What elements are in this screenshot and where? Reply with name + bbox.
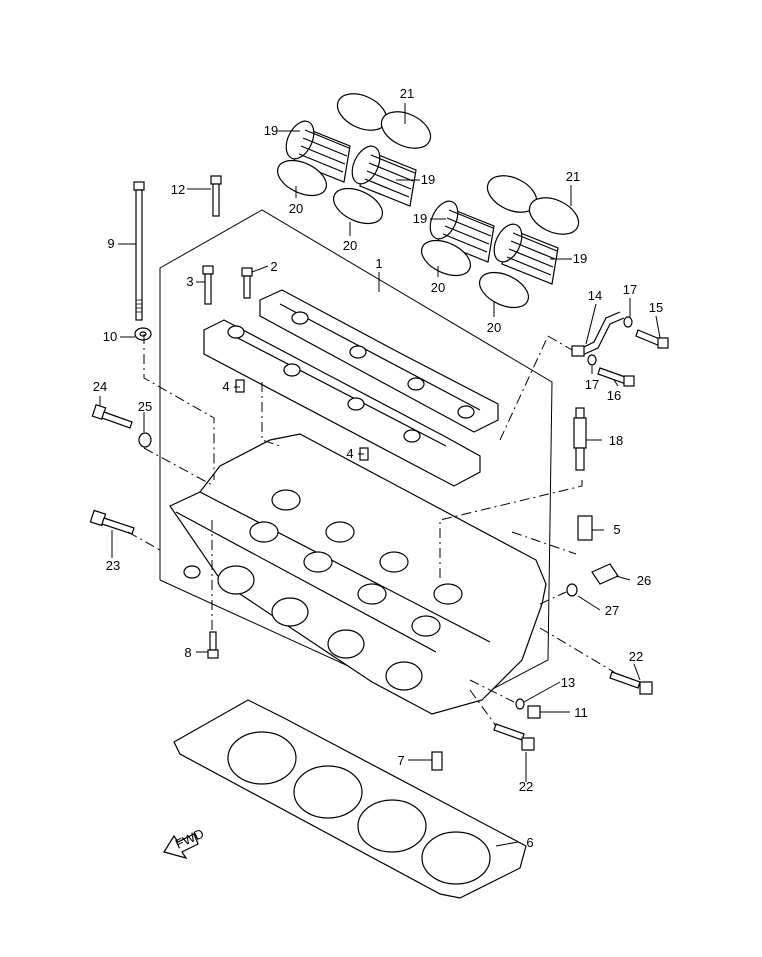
callout-22a: 22 — [629, 649, 643, 664]
callout-14: 14 — [588, 288, 602, 303]
bolt-8 — [207, 631, 219, 659]
callout-23: 23 — [106, 558, 120, 573]
camshaft-holder — [203, 289, 499, 487]
callout-1: 1 — [375, 256, 382, 271]
callout-20b: 20 — [343, 238, 357, 253]
callout-22b: 22 — [519, 779, 533, 794]
callout-16: 16 — [607, 388, 621, 403]
callout-2: 2 — [270, 259, 277, 274]
cylinder-head — [169, 433, 547, 715]
intake-joints-left — [276, 93, 432, 225]
callout-20a: 20 — [289, 201, 303, 216]
bolt-22-bottom — [493, 723, 535, 751]
sensor-26 — [591, 563, 619, 585]
dowel-7 — [431, 751, 443, 771]
callout-13: 13 — [561, 675, 575, 690]
bolt-2 — [241, 267, 253, 299]
oil-pipe-14 — [571, 311, 625, 357]
callout-19b: 19 — [421, 172, 435, 187]
callout-17b: 17 — [585, 377, 599, 392]
callout-6: 6 — [526, 835, 533, 850]
bolt-22-right — [609, 671, 653, 695]
callout-18: 18 — [609, 433, 623, 448]
spark-plug-18 — [573, 407, 587, 471]
callout-19d: 19 — [573, 251, 587, 266]
washer-10 — [134, 327, 152, 341]
callout-3: 3 — [186, 274, 193, 289]
callout-10: 10 — [103, 329, 117, 344]
bolt-12 — [210, 175, 222, 217]
plug-cap-5 — [577, 515, 593, 541]
fwd-arrow-icon: FWD — [163, 826, 206, 860]
bolt-3 — [202, 265, 214, 305]
washer-25 — [138, 432, 152, 448]
union-bolt-15 — [635, 329, 669, 349]
callout-17a: 17 — [623, 282, 637, 297]
callout-12: 12 — [171, 182, 185, 197]
callout-19a: 19 — [264, 123, 278, 138]
intake-joints-right — [420, 175, 580, 309]
callout-21a: 21 — [400, 86, 414, 101]
callout-9: 9 — [107, 236, 114, 251]
gaskets-17 — [587, 316, 633, 366]
bolt-13-11 — [515, 698, 541, 719]
callout-27: 27 — [605, 603, 619, 618]
callout-21b: 21 — [566, 169, 580, 184]
callout-5: 5 — [613, 522, 620, 537]
union-bolt-16 — [597, 367, 635, 387]
callout-labels: 1 2 3 4 4 5 6 7 8 9 10 11 12 13 14 15 16… — [93, 86, 663, 850]
callout-20c: 20 — [431, 280, 445, 295]
alignment-lines — [127, 334, 615, 727]
callout-24: 24 — [93, 379, 107, 394]
callout-25: 25 — [138, 399, 152, 414]
gasket-27 — [566, 583, 578, 597]
callout-4b: 4 — [346, 446, 353, 461]
head-gasket-6 — [173, 699, 527, 899]
callout-4a: 4 — [222, 379, 229, 394]
callout-15: 15 — [649, 300, 663, 315]
bolt-24 — [91, 403, 133, 429]
callout-7: 7 — [397, 753, 404, 768]
callout-19c: 19 — [413, 211, 427, 226]
callout-8: 8 — [184, 645, 191, 660]
callout-26: 26 — [637, 573, 651, 588]
callout-11: 11 — [574, 705, 588, 720]
leader-lines — [99, 103, 661, 847]
callout-20d: 20 — [487, 320, 501, 335]
long-bolt-9 — [133, 181, 145, 321]
